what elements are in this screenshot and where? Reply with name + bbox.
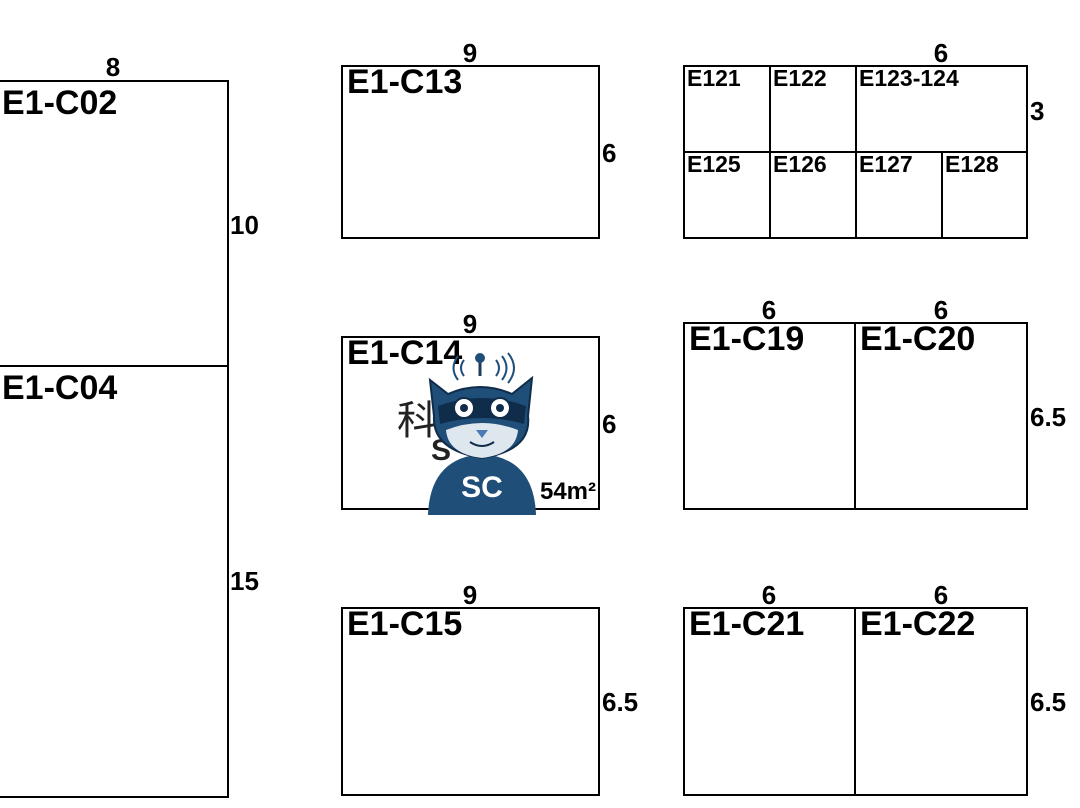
booth-cell[interactable]: E125 — [683, 151, 771, 239]
booth-c14-width: 9 — [462, 309, 478, 339]
cell-label: E125 — [687, 151, 741, 177]
booth-c14-depth: 6 — [602, 409, 617, 439]
booth-e1-c15[interactable]: E1-C15 — [341, 607, 600, 796]
booth-c15-width: 9 — [462, 580, 478, 610]
booth-c02-width: 8 — [105, 52, 121, 82]
booth-cell[interactable]: E123-124 — [855, 65, 1028, 153]
booth-c15-depth: 6.5 — [602, 687, 639, 717]
booth-c21-c22-depth: 6.5 — [1030, 687, 1067, 717]
booth-overlay-text: 科 — [397, 399, 437, 443]
small-block-depth: 3 — [1030, 96, 1045, 126]
cell-label: E126 — [773, 151, 827, 177]
booth-label: E1-C13 — [347, 63, 463, 101]
booth-e1-c21[interactable]: E1-C21 — [683, 607, 857, 796]
booth-c04-depth: 15 — [230, 566, 259, 596]
booth-e1-c20[interactable]: E1-C20 — [854, 322, 1028, 510]
booth-label: E1-C19 — [689, 320, 805, 358]
booth-c22-width: 6 — [933, 580, 949, 610]
booth-label: E1-C15 — [347, 605, 463, 643]
small-block-width: 6 — [933, 38, 949, 68]
booth-c19-width: 6 — [761, 295, 777, 325]
booth-label: E1-C04 — [2, 369, 118, 407]
booth-cell[interactable]: E122 — [769, 65, 857, 153]
cell-label: E122 — [773, 65, 827, 91]
booth-c13-width: 9 — [462, 38, 478, 68]
booth-label: E1-C20 — [860, 320, 976, 358]
booth-e1-c22[interactable]: E1-C22 — [854, 607, 1028, 796]
cell-label: E127 — [859, 151, 913, 177]
booth-c21-width: 6 — [761, 580, 777, 610]
booth-c20-width: 6 — [933, 295, 949, 325]
cell-label: E128 — [945, 151, 999, 177]
booth-cell[interactable]: E126 — [769, 151, 857, 239]
booth-label: E1-C02 — [2, 84, 118, 122]
booth-label: E1-C21 — [689, 605, 805, 643]
booth-cell[interactable]: E127 — [855, 151, 943, 239]
booth-c13-depth: 6 — [602, 138, 617, 168]
booth-label: E1-C22 — [860, 605, 976, 643]
booth-e1-c19[interactable]: E1-C19 — [683, 322, 857, 510]
booth-e1-c02[interactable]: E1-C02 — [0, 80, 229, 368]
booth-area: 54m² — [539, 478, 596, 505]
booth-e1-c04[interactable]: E1-C04 — [0, 365, 229, 798]
booth-cell[interactable]: E128 — [941, 151, 1028, 239]
mascot-logo-icon: SC — [428, 352, 536, 515]
booth-cell[interactable]: E121 — [683, 65, 771, 153]
cell-label: E121 — [687, 65, 741, 91]
booth-e1-c13[interactable]: E1-C13 — [341, 65, 600, 239]
booth-c19-c20-depth: 6.5 — [1030, 402, 1067, 432]
booth-c02-depth: 10 — [230, 210, 259, 240]
cell-label: E123-124 — [859, 65, 959, 91]
booth-label: E1-C14 — [347, 334, 463, 372]
mascot-logo-text: SC — [461, 471, 503, 504]
